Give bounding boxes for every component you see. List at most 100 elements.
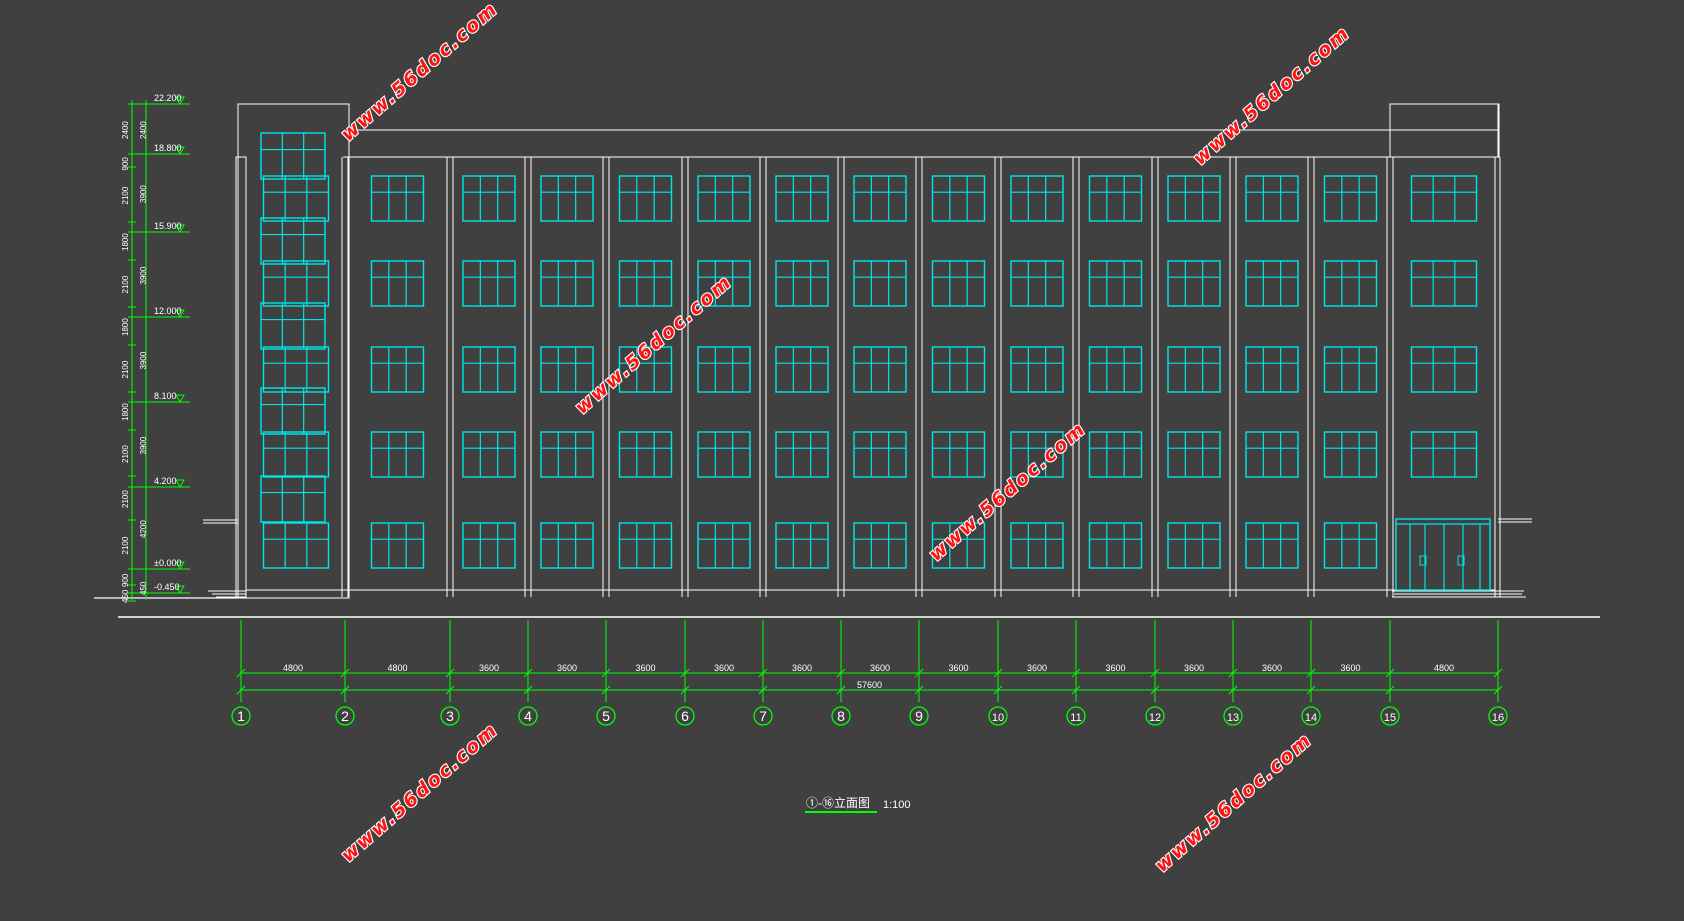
- elevation-mark: -0.450: [154, 582, 180, 592]
- window-frame: [775, 346, 829, 393]
- tower-window: [260, 302, 326, 350]
- facade-window: [1088, 175, 1143, 222]
- vertical-dimension-chain: 22.20018.80015.90012.0008.1004.200±0.000…: [121, 93, 190, 603]
- vdim-outer-label: 1800: [121, 233, 130, 251]
- bay-dimension: 3600: [557, 663, 577, 673]
- facade-window: [1088, 431, 1143, 478]
- facade-window: [262, 431, 330, 478]
- vdim-outer-label: 2100: [121, 360, 130, 378]
- drawing-title: ①-⑯立面图 1:100: [805, 795, 911, 813]
- facade-window: [1323, 260, 1378, 307]
- facade-window: [1410, 175, 1478, 222]
- axis-label: 3: [446, 708, 454, 724]
- window-frame: [540, 431, 594, 478]
- window-frame: [262, 522, 330, 569]
- window-frame: [697, 175, 751, 222]
- window-frame: [931, 522, 986, 569]
- facade-window: [775, 175, 829, 222]
- tower-window: [260, 132, 326, 180]
- vdim-outer-label: 2400: [121, 121, 130, 139]
- window-frame: [1323, 431, 1378, 478]
- bay-dimension: 3600: [1184, 663, 1204, 673]
- window-frame: [618, 175, 673, 222]
- facade-window: [853, 522, 907, 569]
- door-handle: [1457, 555, 1465, 566]
- axis-circle: [675, 706, 695, 726]
- axis-bubble-10: 10: [988, 706, 1008, 726]
- window-frame: [1167, 260, 1221, 307]
- door-handle: [1419, 555, 1427, 566]
- window-frame: [462, 175, 516, 222]
- dim-tick: [445, 685, 455, 695]
- dim-tick: [680, 685, 690, 695]
- window-frame: [1167, 346, 1221, 393]
- window-frame: [931, 260, 986, 307]
- dim-tick: [1493, 685, 1503, 695]
- elevation-mark: 12.000: [154, 306, 182, 316]
- window-frame: [462, 431, 516, 478]
- dim-tick: [523, 668, 533, 678]
- elevation-triangle: [175, 309, 185, 319]
- window-frame: [260, 475, 326, 523]
- axis-circle: [831, 706, 851, 726]
- bay-dimension: 3600: [870, 663, 890, 673]
- vdim-outer-label: 1800: [121, 403, 130, 421]
- axis-bubble-11: 11: [1066, 706, 1086, 726]
- window-frame: [1245, 346, 1299, 393]
- dim-tick: [1493, 668, 1503, 678]
- window-frame: [1245, 431, 1299, 478]
- facade-window: [1167, 522, 1221, 569]
- dim-tick: [680, 668, 690, 678]
- door-canopy-frame: [1395, 518, 1491, 591]
- window-frame: [1088, 346, 1143, 393]
- window-frame: [1245, 522, 1299, 569]
- dim-tick: [836, 685, 846, 695]
- dim-tick: [236, 685, 246, 695]
- facade-window: [697, 346, 751, 393]
- vdim-outer-label: 2100: [121, 186, 130, 204]
- dim-tick: [758, 685, 768, 695]
- facade-window: [262, 346, 330, 393]
- window-frame: [853, 260, 907, 307]
- facade-window: [1323, 522, 1378, 569]
- facade-window: [1245, 431, 1299, 478]
- elevation-mark: 22.200: [154, 93, 182, 103]
- vdim-inner-label: 3900: [139, 185, 148, 203]
- vdim-outer-label: 2100: [121, 445, 130, 463]
- bay-dimension: 3600: [1105, 663, 1125, 673]
- vdim-outer-label: 900: [121, 573, 130, 587]
- window-frame: [775, 431, 829, 478]
- window-frame: [853, 346, 907, 393]
- window-frame: [1088, 431, 1143, 478]
- window-frame: [540, 522, 594, 569]
- vdim-inner-label: 3900: [139, 266, 148, 284]
- axis-bubble-8: 8: [831, 706, 851, 726]
- axis-circle: [1223, 706, 1243, 726]
- facade-window: [618, 346, 673, 393]
- window-frame: [1088, 522, 1143, 569]
- axis-bubble-2: 2: [335, 706, 355, 726]
- dim-tick: [445, 668, 455, 678]
- window-frame: [540, 175, 594, 222]
- axis-circle: [518, 706, 538, 726]
- axis-bubble-4: 4: [518, 706, 538, 726]
- facade-window: [853, 431, 907, 478]
- window-frame: [370, 346, 425, 393]
- facade-window: [697, 522, 751, 569]
- facade-window: [618, 175, 673, 222]
- axis-bubble-15: 15: [1380, 706, 1400, 726]
- elevation-triangle: [175, 561, 185, 571]
- facade-window: [853, 175, 907, 222]
- facade-window: [1088, 522, 1143, 569]
- axis-bubble-12: 12: [1145, 706, 1165, 726]
- axis-circle: [1380, 706, 1400, 726]
- vdim-inner-label: 3900: [139, 351, 148, 369]
- vdim-outer-label: 2100: [121, 536, 130, 554]
- dim-tick: [914, 668, 924, 678]
- facade-window: [1167, 260, 1221, 307]
- facade-window: [262, 522, 330, 569]
- tower-window: [260, 475, 326, 523]
- window-frame: [462, 260, 516, 307]
- window-frame: [262, 431, 330, 478]
